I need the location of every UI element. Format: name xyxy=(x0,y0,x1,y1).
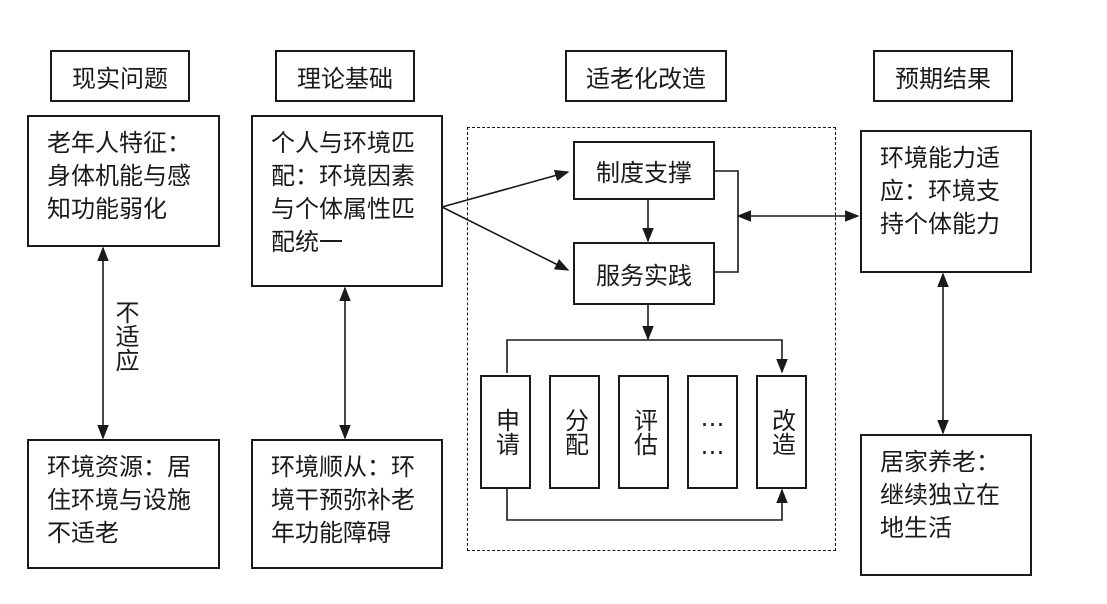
step-renovate: 改造 xyxy=(756,375,807,489)
header-renovation: 适老化改造 xyxy=(565,50,727,102)
renovation-dashed-frame xyxy=(467,127,836,551)
step-ellipsis: …… xyxy=(687,375,738,489)
step-renovate-label: 改造 xyxy=(767,408,796,456)
service-practice-box: 服务实践 xyxy=(573,242,715,305)
steps-bottom-loop xyxy=(506,488,788,521)
step-assess: 评估 xyxy=(618,375,669,489)
misfit-label: 不适应 xyxy=(111,300,139,372)
step-allocate: 分配 xyxy=(549,375,600,489)
elderly-traits-box: 老年人特征：身体机能与感知功能弱化 xyxy=(27,115,220,247)
home-care-box: 居家养老：继续独立在地生活 xyxy=(860,434,1032,576)
theory-to-institution-arrow xyxy=(441,169,570,208)
step-apply-label: 申请 xyxy=(491,408,520,456)
steps-top-loop xyxy=(506,339,788,374)
step-assess-label: 评估 xyxy=(629,408,658,456)
theory-to-service-arrow xyxy=(441,206,570,271)
person-env-fit-box: 个人与环境匹配：环境因素与个体属性匹配统一 xyxy=(251,115,443,287)
header-reality: 现实问题 xyxy=(50,50,190,102)
step-allocate-label: 分配 xyxy=(560,408,589,456)
env-resources-box: 环境资源：居住环境与设施不适老 xyxy=(27,439,220,569)
header-expected: 预期结果 xyxy=(873,50,1013,102)
header-theory: 理论基础 xyxy=(275,50,415,102)
env-adaptation-box: 环境能力适应：环境支持个体能力 xyxy=(860,130,1032,273)
step-apply: 申请 xyxy=(480,375,531,489)
env-compliance-box: 环境顺从：环境干预弥补老年功能障碍 xyxy=(251,439,443,569)
step-ellipsis-label: …… xyxy=(698,404,727,460)
institution-support-box: 制度支撑 xyxy=(573,141,715,200)
